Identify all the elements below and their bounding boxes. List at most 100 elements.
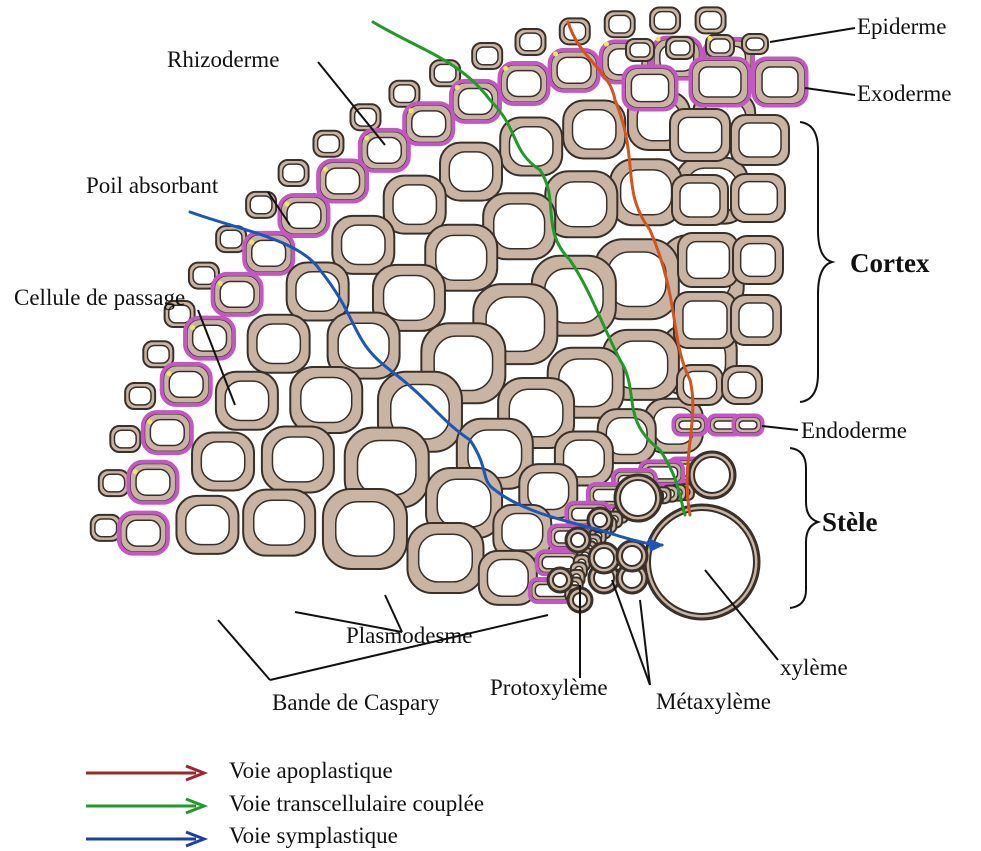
cortex-column-cell-1-lumen [739,123,781,157]
rhizoderme-cell-0-lumen [700,12,722,30]
cortex-column-cell-5 [733,236,783,284]
leader-epiderme [770,28,855,42]
cortex-outer-cell-2-lumen [572,110,615,149]
protoxylem-vessel-2 [566,528,590,552]
exoderme-cell-13-lumen [169,371,203,397]
legend-arrow-2 [86,832,204,846]
cortex-column-cell-9-lumen [728,372,756,398]
cortex-mid-cell-8 [262,426,334,492]
cortex-column-cell-3-lumen [739,182,778,215]
cortex-column-cell-6 [674,292,736,348]
epiderme-top-cell-3-lumen [746,38,764,50]
cortex-outer-cell-6 [332,216,394,274]
rhizoderme-cell-18-lumen [103,474,125,492]
exoderme-cell-16-lumen [126,520,160,546]
cortex-deep-cell-6 [407,523,483,593]
exoderme-cell-10-lumen [252,240,286,266]
rhizoderme-cell-16 [125,383,155,409]
leader-bande-de-caspary-a [218,620,270,680]
label-stele: Stèle [822,509,877,536]
legend-label-apoplastic: Voie apoplastique [229,759,393,782]
label-cellule-de-passage: Cellule de passage [14,286,185,309]
cortex-column-cell-8 [677,365,723,405]
brace-cortex [800,122,832,402]
rhizoderme-cell-18 [99,470,129,496]
rhizoderme-cell-0 [696,7,726,33]
brace-stele [790,448,818,608]
endoderme-right-cell-0-lumen [679,421,701,429]
rhizoderme-cell-19 [91,515,121,541]
plasmodesma-dot-13 [167,371,172,376]
rhizoderme-cell-15-lumen [147,345,169,363]
cortex-column-cell-2-lumen [680,183,720,217]
label-metaxyleme: Métaxylème [656,690,771,713]
metaxylem-small-vessel-2-lumen [594,548,614,568]
cortex-outer-cell-8 [248,315,310,373]
rhizoderme-cell-1 [650,8,680,34]
rhizoderme-cell-10 [279,160,309,186]
cortex-last-cell-5 [479,551,537,605]
plasmodesma-dot-7 [364,136,369,141]
cortex-mid-cell-7-lumen [301,378,352,423]
cortex-column-cell-0-lumen [678,117,721,152]
cortex-outer-cell-5-lumen [393,185,436,224]
plasmodesma-dot-15 [132,469,137,474]
label-xyleme: xylème [780,656,848,679]
rhizoderme-cell-5 [472,43,502,69]
cortex-outer-cell-2 [563,100,625,158]
rhizoderme-cell-17 [110,426,140,452]
label-endoderme: Endoderme [801,419,907,442]
rhizoderme-cell-1-lumen [654,12,676,30]
cortex-column-cell-2 [672,175,728,225]
exoderme-cell-4-lumen [507,71,541,97]
exoderme-cell-8 [318,161,367,202]
rhizoderme-cell-19-lumen [95,519,117,537]
plasmodesma-dot-5 [455,85,460,90]
exoderme-cell-7-lumen [367,137,401,163]
label-exoderme: Exoderme [857,82,952,105]
exoderme-cell-14-lumen [150,420,184,446]
exoderme-cell-15-lumen [136,469,170,495]
exoderme-top-cell-2-lumen [762,67,798,97]
endoderme-right-cell-2-lumen [739,421,757,429]
leader-exoderme [805,88,855,95]
exoderme-cell-3-lumen [557,57,591,83]
epiderme-top-cell-0-lumen [630,43,650,57]
cortex-outer-cell-5 [384,176,446,234]
exoderme-top-cell-0 [624,67,677,110]
rhizoderme-cell-11-lumen [250,196,272,214]
cortex-column-cell-0 [670,109,730,161]
exoderme-cell-5-lumen [459,88,493,114]
epiderme-top-cell-1-lumen [670,41,690,55]
cortex-inner-cell-6-lumen [358,440,416,494]
metaxylem-small-vessel-2 [589,543,619,573]
exoderme-cell-6-lumen [412,111,446,137]
metaxylem-vessel-upper [615,475,661,521]
cortex-outer-cell-7 [287,262,349,320]
cortex-mid-cell-7 [290,367,362,433]
epiderme-top-cell-0 [626,39,654,61]
cortex-mid-cell-2-lumen [556,182,607,227]
metaxylem-vessel-upper-lumen [620,480,656,516]
exoderme-top-cell-1 [691,59,750,106]
exoderme-cell-11 [213,274,262,315]
rhizoderme-cell-2 [605,11,635,37]
rhizoderme-cell-10-lumen [283,164,305,182]
exoderme-cell-13 [162,364,211,405]
cortex-outer-cell-9-lumen [225,381,268,420]
legend-arrows [86,766,204,846]
rhizoderme-cell-4 [516,29,546,55]
rhizoderme-cell-15 [143,341,173,367]
cortex-inner-cell-7 [323,489,407,569]
exoderme-cell-15 [128,462,177,503]
cortex-last-cell-4-lumen [502,513,543,550]
protoxylem-vessel-3-lumen [593,513,607,527]
cortex-mid-cell-3-lumen [494,204,545,249]
exoderme-cell-9-lumen [287,203,321,229]
epiderme-top-cell-3 [742,34,768,54]
rhizoderme-cell-5-lumen [476,47,498,65]
cortex-mid-cell-9-lumen [254,500,305,545]
rhizoderme-cell-16-lumen [129,387,151,405]
epiderme-top-cell-2-lumen [710,39,730,53]
protoxylem-vessel-1-lumen [553,573,567,587]
